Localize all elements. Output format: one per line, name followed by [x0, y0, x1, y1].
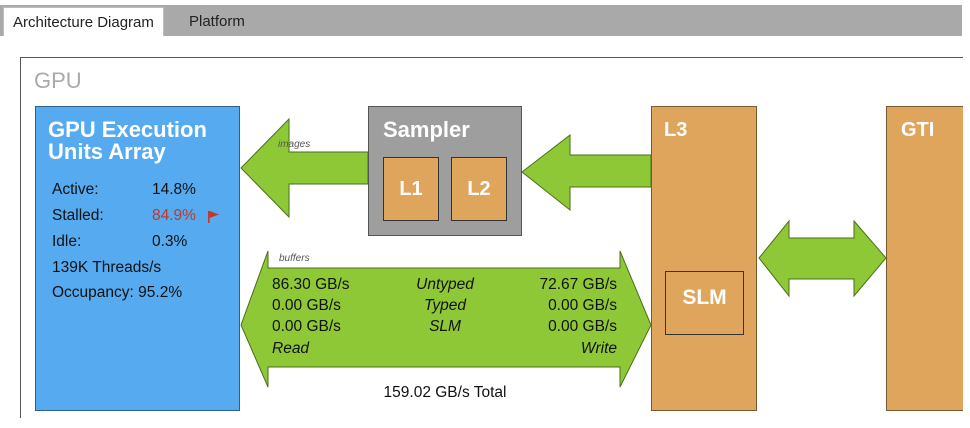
sampler-box[interactable]: Sampler L1 L2: [368, 106, 522, 236]
eu-stalled-value: 84.9%: [152, 207, 196, 224]
type-untyped: Untyped: [416, 276, 474, 293]
eu-idle-label: Idle:: [52, 233, 82, 250]
buffers-label: buffers: [279, 253, 310, 264]
flag-icon: [208, 211, 219, 223]
images-label: images: [278, 139, 311, 150]
write-slm: 0.00 GB/s: [548, 318, 617, 335]
sampler-title: Sampler: [383, 117, 470, 142]
eu-stalled-label: Stalled:: [52, 207, 104, 224]
l3-title: L3: [664, 119, 688, 141]
read-slm: 0.00 GB/s: [272, 318, 341, 335]
l2-cache[interactable]: L2: [451, 157, 507, 221]
tab-architecture-diagram[interactable]: Architecture Diagram: [3, 7, 164, 36]
read-typed: 0.00 GB/s: [272, 297, 341, 314]
l3-box[interactable]: L3 SLM: [651, 106, 757, 411]
l3-gti-double-arrow: [758, 219, 887, 298]
arrows-layer: [240, 117, 887, 388]
gti-title: GTI: [901, 119, 935, 141]
type-typed: Typed: [424, 297, 466, 314]
write-untyped: 72.67 GB/s: [539, 276, 617, 293]
eu-active-value: 14.8%: [152, 181, 196, 198]
tab-bar-gap: [0, 0, 962, 5]
l1-cache[interactable]: L1: [383, 157, 439, 221]
read-untyped: 86.30 GB/s: [272, 276, 350, 293]
read-label: Read: [272, 340, 310, 357]
eu-occupancy: Occupancy: 95.2%: [52, 284, 183, 301]
tab-bar: Architecture Diagram Platform: [0, 0, 962, 36]
images-arrow: [240, 117, 369, 219]
l3-to-sampler-arrow: [521, 133, 652, 212]
gti-box[interactable]: GTI: [886, 106, 963, 411]
eu-idle-value: 0.3%: [152, 233, 188, 250]
tab-platform[interactable]: Platform: [189, 13, 245, 30]
panel-title: GPU: [34, 68, 82, 93]
gpu-eu-array-box[interactable]: GPU Execution Units Array Active: 14.8% …: [35, 106, 240, 411]
eu-threads: 139K Threads/s: [52, 259, 162, 276]
gpu-panel: GPU images buffers GPU Execution Units A…: [20, 57, 963, 418]
buffers-total: 159.02 GB/s Total: [383, 384, 507, 401]
write-label: Write: [580, 340, 617, 357]
eu-title: GPU Execution Units Array: [48, 117, 207, 164]
type-slm: SLM: [429, 318, 461, 335]
eu-active-label: Active:: [52, 181, 99, 198]
slm-box[interactable]: SLM: [665, 271, 744, 335]
write-typed: 0.00 GB/s: [548, 297, 617, 314]
